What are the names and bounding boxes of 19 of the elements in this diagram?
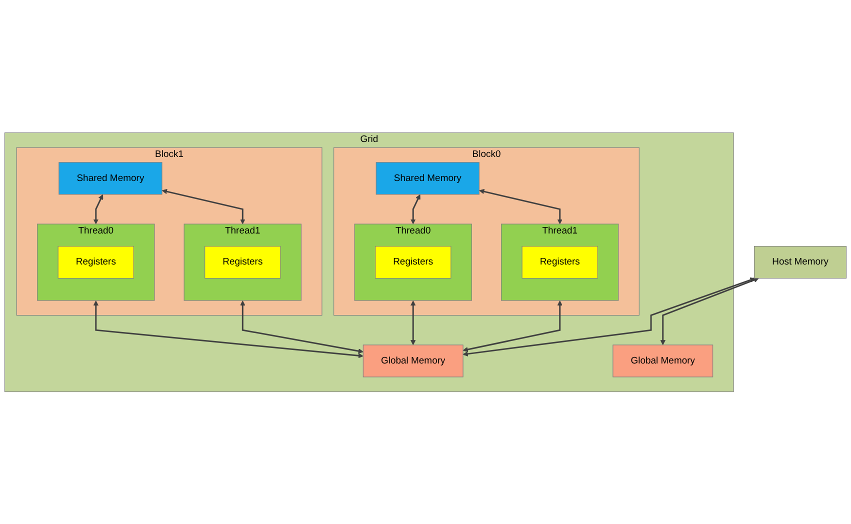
arrow — [462, 277, 756, 356]
node-box: Host Memory — [754, 246, 847, 278]
node-box: Registers — [375, 246, 452, 278]
node-box: Shared Memory — [376, 162, 480, 194]
arrow — [410, 194, 420, 224]
arrow — [660, 277, 759, 345]
arrow — [93, 300, 364, 358]
arrow — [410, 300, 416, 345]
node-box: Global Memory — [362, 344, 464, 377]
node-box: Global Memory — [612, 344, 714, 377]
node-box: Registers — [204, 246, 281, 278]
node-box: Registers — [522, 246, 598, 278]
arrow — [240, 300, 364, 354]
node-box: Registers — [58, 246, 134, 278]
arrow — [93, 194, 104, 224]
node-box: Shared Memory — [58, 162, 162, 194]
arrow — [479, 188, 562, 224]
arrow — [462, 300, 562, 352]
arrow — [162, 188, 246, 224]
